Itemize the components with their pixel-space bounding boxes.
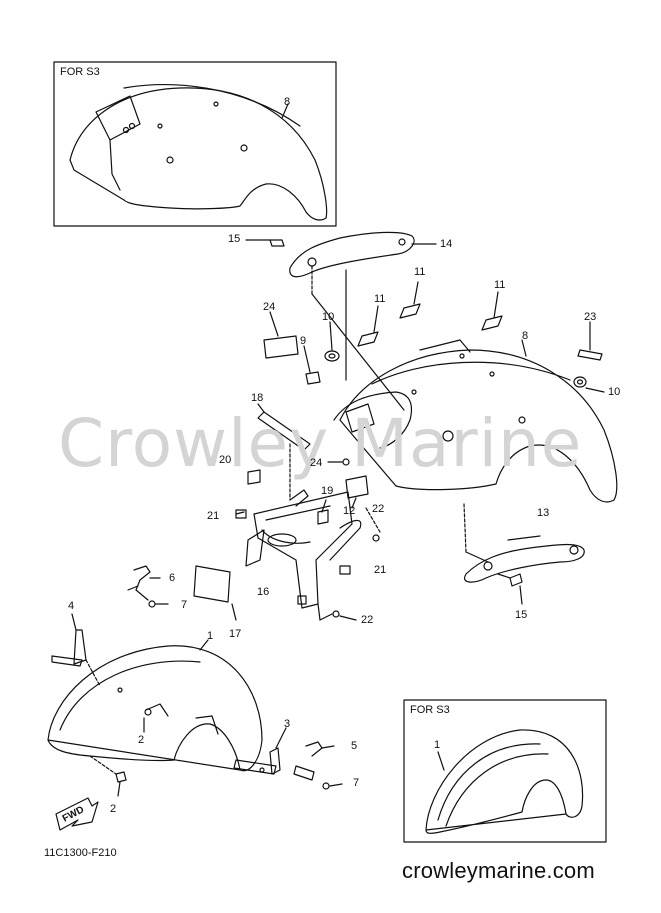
callout-1-main: 1	[207, 630, 214, 642]
callout-22-lower: 22	[361, 614, 374, 626]
callout-11-center: 11	[414, 266, 426, 278]
callout-22-upper: 22	[372, 503, 385, 515]
grommet-10-right	[573, 376, 605, 393]
bolt-7-lower	[322, 782, 343, 790]
stay-6	[127, 565, 161, 601]
bolt-2-lower	[89, 755, 127, 797]
callout-8-inset: 8	[284, 96, 291, 108]
callout-21-right: 21	[374, 564, 387, 576]
clip-9	[303, 345, 321, 385]
callout-19: 19	[321, 485, 334, 497]
nut-16	[297, 595, 307, 605]
callout-13: 13	[537, 507, 550, 519]
callout-4: 4	[68, 600, 75, 612]
watermark: Crowley Marine	[58, 405, 583, 482]
strip-23	[577, 321, 603, 361]
callout-23: 23	[584, 311, 597, 323]
callout-24-mid: 24	[310, 457, 323, 469]
grommet-10-left	[324, 321, 340, 362]
bolt-2-upper	[143, 708, 152, 733]
stay-4	[51, 613, 101, 687]
strip-18	[257, 403, 311, 501]
front-fender-main	[47, 639, 263, 772]
site-url[interactable]: crowleymarine.com	[402, 858, 595, 883]
label-11-parts	[357, 281, 503, 347]
callout-10-right: 10	[608, 386, 621, 398]
callout-6: 6	[169, 572, 176, 584]
bolt-7-upper	[148, 600, 169, 608]
bolt-15-lower	[497, 573, 523, 605]
callout-9: 9	[300, 335, 307, 347]
callout-12: 12	[343, 505, 356, 517]
inset-front-fender	[425, 729, 584, 834]
callout-5: 5	[351, 740, 358, 752]
callout-7-lower: 7	[353, 777, 360, 789]
screw-22	[317, 534, 380, 621]
callout-3: 3	[284, 718, 291, 730]
callout-15-top: 15	[228, 233, 241, 245]
bracket-13	[463, 503, 585, 583]
reflector-17	[193, 565, 237, 621]
inset-rear-fender	[69, 84, 328, 221]
pad-24	[263, 311, 299, 359]
callout-16: 16	[257, 586, 270, 598]
callout-24-top: 24	[263, 301, 276, 313]
bolt-15-top	[245, 239, 285, 247]
inset-bottom-title: FOR S3	[410, 704, 450, 716]
callout-7-upper: 7	[181, 599, 188, 611]
screw-24	[327, 458, 350, 466]
callout-11-right: 11	[494, 279, 506, 291]
inset-box-top	[53, 61, 337, 227]
clip-20	[247, 469, 261, 485]
callout-20: 20	[219, 454, 232, 466]
grommet-21	[235, 509, 351, 575]
callout-2-upper: 2	[138, 734, 145, 746]
callout-11-left: 11	[374, 293, 386, 305]
callout-1-inset: 1	[434, 739, 441, 751]
callout-18: 18	[251, 392, 264, 404]
callout-2-lower: 2	[110, 803, 117, 815]
figure-code: 11C1300-F210	[44, 847, 117, 859]
callout-21-left: 21	[207, 510, 220, 522]
callout-14: 14	[440, 238, 453, 250]
callout-10-left: 10	[322, 311, 335, 323]
callout-15-lower: 15	[515, 609, 528, 621]
inset-top-title: FOR S3	[60, 66, 100, 78]
bracket-14	[289, 231, 437, 411]
fwd-arrow-icon	[55, 797, 99, 831]
clip-19	[317, 499, 329, 525]
rear-fender-main	[333, 339, 618, 503]
callout-17: 17	[229, 628, 242, 640]
stay-3	[233, 727, 287, 775]
stay-5	[293, 741, 335, 781]
inset-box-bottom	[403, 699, 607, 843]
callout-8-main: 8	[522, 330, 529, 342]
